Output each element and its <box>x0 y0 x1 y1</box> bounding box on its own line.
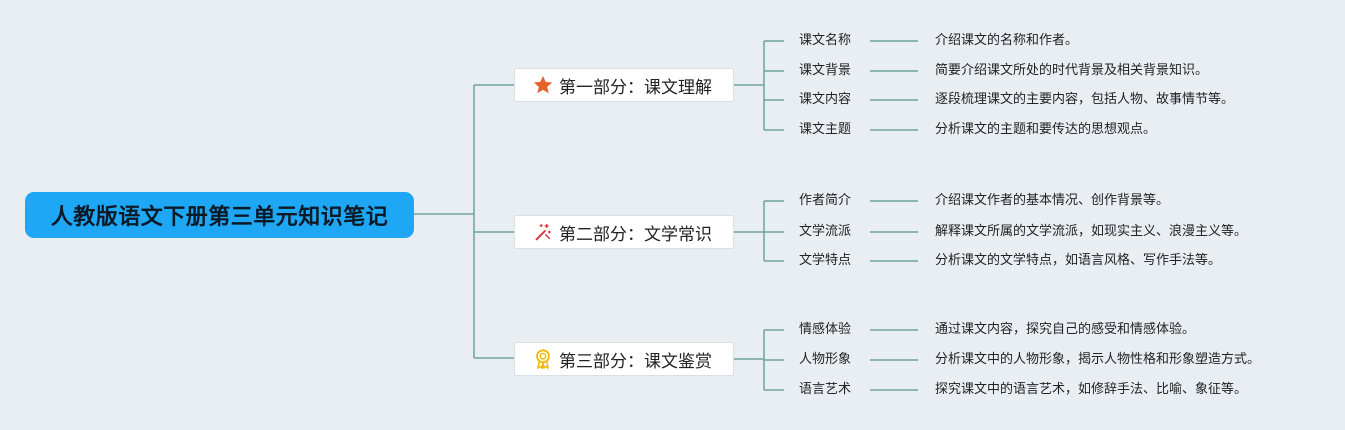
leaf-label[interactable]: 课文名称 <box>799 33 852 48</box>
leaf-label[interactable]: 作者简介 <box>799 193 852 208</box>
branch-title: 第二部分：文学常识 <box>559 224 712 245</box>
leaf-description: 分析课文的文学特点，如语言风格、写作手法等。 <box>935 253 1222 268</box>
leaf-label[interactable]: 课文背景 <box>799 63 852 78</box>
branch-node-appreciation[interactable]: 第三部分：课文鉴赏 <box>514 342 734 376</box>
leaf-label[interactable]: 语言艺术 <box>799 382 852 397</box>
leaf-description: 通过课文内容，探究自己的感受和情感体验。 <box>935 322 1196 337</box>
leaf-label[interactable]: 人物形象 <box>799 352 852 367</box>
branch-node-understanding[interactable]: 第一部分：课文理解 <box>514 68 734 102</box>
root-title: 人教版语文下册第三单元知识笔记 <box>50 205 389 230</box>
award-ribbon-icon <box>532 348 554 370</box>
leaf-description: 简要介绍课文所处的时代背景及相关背景知识。 <box>935 63 1209 78</box>
leaf-label[interactable]: 课文内容 <box>799 92 852 107</box>
magic-wand-icon <box>532 221 554 243</box>
leaf-label[interactable]: 课文主题 <box>799 122 852 137</box>
leaf-description: 分析课文中的人物形象，揭示人物性格和形象塑造方式。 <box>935 352 1261 367</box>
leaf-description: 介绍课文作者的基本情况、创作背景等。 <box>935 193 1170 208</box>
leaf-label[interactable]: 文学流派 <box>799 224 852 239</box>
leaf-description: 分析课文的主题和要传达的思想观点。 <box>935 122 1157 137</box>
leaf-label[interactable]: 文学特点 <box>799 253 852 268</box>
branch-node-literature[interactable]: 第二部分：文学常识 <box>514 215 734 249</box>
branch-title: 第三部分：课文鉴赏 <box>559 351 712 372</box>
star-icon <box>532 74 554 96</box>
root-node[interactable]: 人教版语文下册第三单元知识笔记 <box>25 192 414 238</box>
branch-title: 第一部分：课文理解 <box>559 77 712 98</box>
leaf-description: 介绍课文的名称和作者。 <box>935 33 1079 48</box>
leaf-description: 解释课文所属的文学流派，如现实主义、浪漫主义等。 <box>935 224 1248 239</box>
leaf-label[interactable]: 情感体验 <box>799 322 852 337</box>
leaf-description: 探究课文中的语言艺术，如修辞手法、比喻、象征等。 <box>935 382 1248 397</box>
leaf-description: 逐段梳理课文的主要内容，包括人物、故事情节等。 <box>935 92 1235 107</box>
